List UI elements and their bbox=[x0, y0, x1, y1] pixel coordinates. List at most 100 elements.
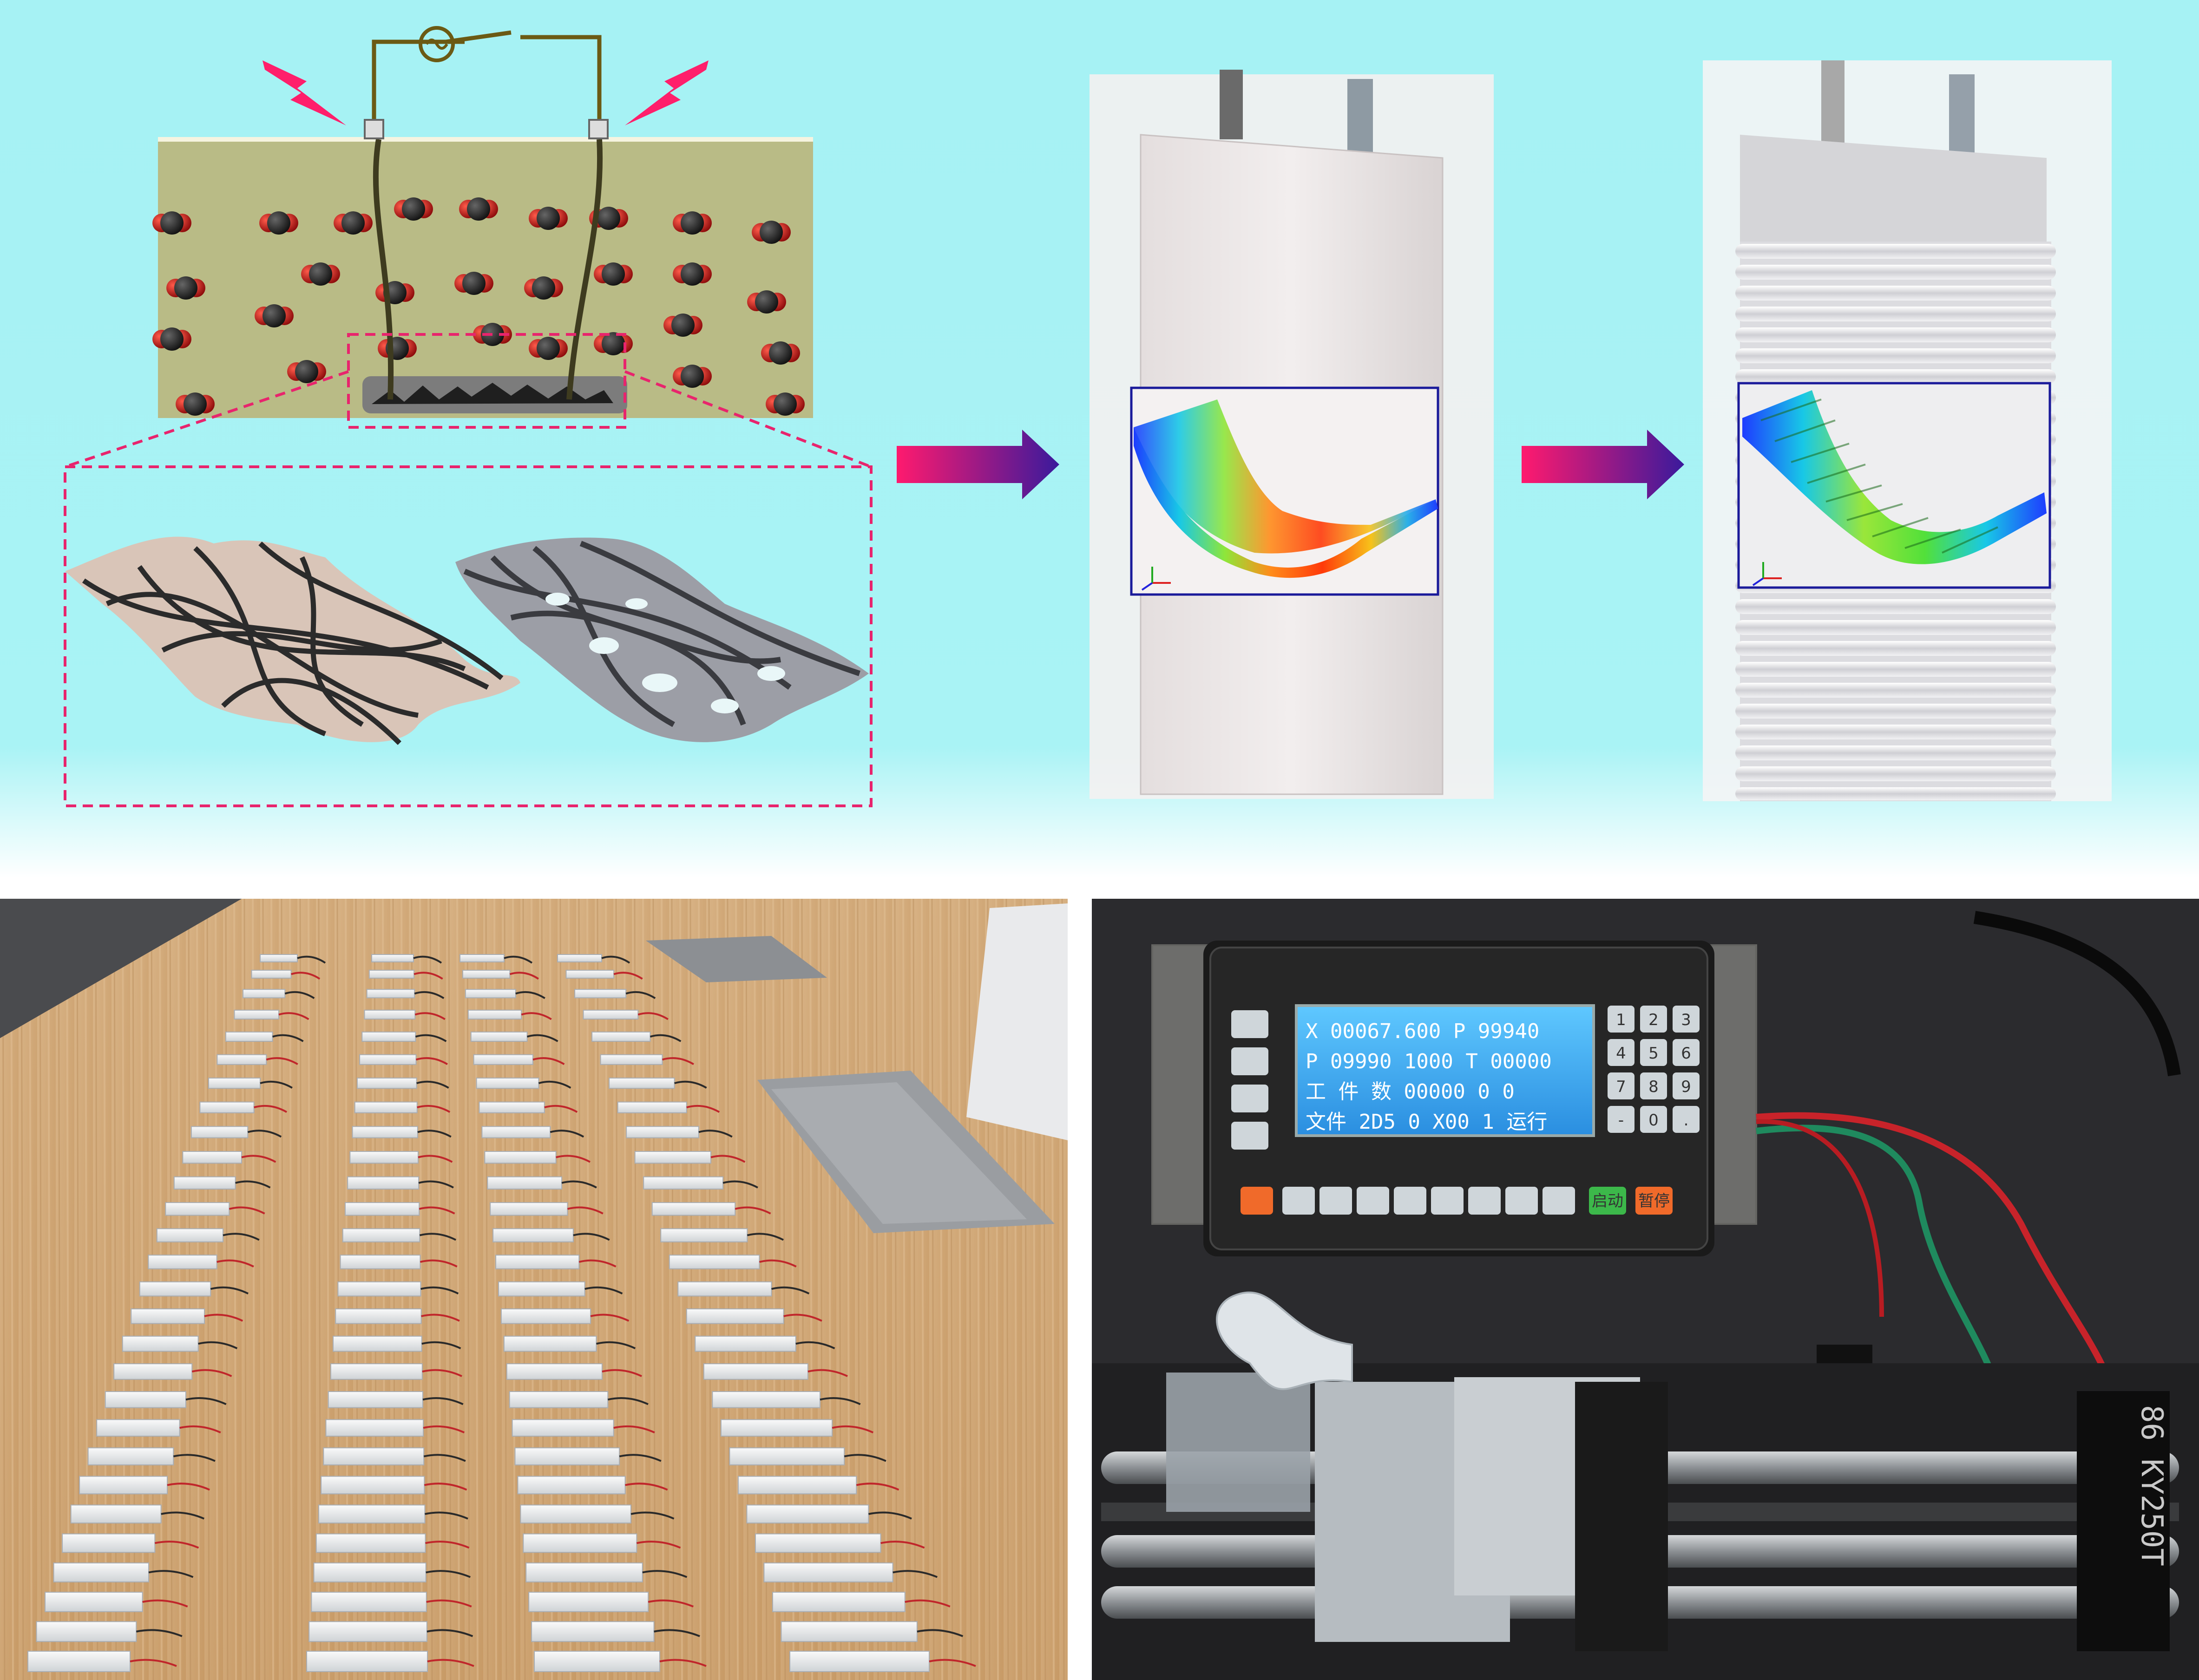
lead-wire bbox=[417, 1105, 451, 1113]
battery-cell bbox=[651, 1202, 736, 1216]
soft-key-2[interactable] bbox=[1231, 1047, 1268, 1075]
function-key[interactable] bbox=[1431, 1187, 1464, 1215]
carbon-fiber-mat-right bbox=[455, 537, 869, 742]
lead-wire bbox=[423, 1425, 465, 1434]
function-key[interactable] bbox=[1543, 1187, 1575, 1215]
keypad-key[interactable] bbox=[1608, 1006, 1634, 1033]
battery-cell bbox=[503, 1335, 597, 1352]
lead-wire bbox=[297, 955, 326, 964]
soft-key-4[interactable] bbox=[1231, 1122, 1268, 1150]
lead-wire bbox=[771, 1286, 810, 1294]
photo-bending-test-rig: X 00067.600 P 99940 P 09990 1000 T 00000… bbox=[1092, 899, 2199, 1680]
lead-wire bbox=[210, 1286, 249, 1294]
lead-wire bbox=[426, 1570, 471, 1578]
function-key[interactable] bbox=[1505, 1187, 1538, 1215]
lead-wire bbox=[191, 1369, 232, 1377]
lead-wire bbox=[795, 1341, 835, 1349]
battery-cell bbox=[617, 1101, 687, 1113]
battery-cells bbox=[27, 954, 930, 1672]
battery-cell bbox=[531, 1621, 655, 1642]
process-arrow-icon bbox=[1522, 430, 1684, 499]
keypad-key[interactable] bbox=[1608, 1039, 1634, 1066]
lead-wire bbox=[425, 1541, 470, 1549]
keypad-key[interactable] bbox=[1640, 1072, 1667, 1099]
battery-cell bbox=[720, 1419, 833, 1437]
lead-wire bbox=[421, 1341, 461, 1349]
ac-source-switch-icon bbox=[419, 26, 455, 62]
soft-key-3[interactable] bbox=[1231, 1085, 1268, 1112]
battery-cell bbox=[113, 1363, 193, 1380]
lead-wire bbox=[674, 1080, 707, 1089]
keypad-key[interactable] bbox=[1640, 1006, 1667, 1033]
keypad-key[interactable] bbox=[1673, 1106, 1700, 1133]
battery-cell bbox=[131, 1308, 205, 1324]
battery-cell bbox=[344, 1202, 420, 1216]
lead-wire bbox=[515, 991, 545, 999]
lead-wire bbox=[590, 1314, 630, 1322]
lead-wire bbox=[807, 1369, 848, 1377]
lead-wire bbox=[422, 1369, 462, 1377]
xyz-axes-icon bbox=[1141, 567, 1171, 591]
lead-wire bbox=[266, 1057, 298, 1066]
lead-wire bbox=[613, 1425, 655, 1434]
battery-cell bbox=[328, 1391, 424, 1408]
keypad-key[interactable] bbox=[1608, 1106, 1634, 1133]
start-key[interactable] bbox=[1589, 1187, 1626, 1215]
keypad-key[interactable] bbox=[1673, 1006, 1700, 1033]
function-key[interactable] bbox=[1394, 1187, 1426, 1215]
battery-cell bbox=[321, 1476, 425, 1495]
battery-cell bbox=[27, 1651, 131, 1672]
lead-wire bbox=[284, 991, 315, 999]
lead-wire bbox=[173, 1454, 216, 1462]
pause-key[interactable] bbox=[1635, 1187, 1673, 1215]
lead-wire bbox=[426, 1599, 472, 1608]
lead-wire bbox=[417, 1130, 452, 1138]
keypad-key[interactable] bbox=[1673, 1039, 1700, 1066]
lead-wire bbox=[420, 1286, 459, 1294]
lead-wire bbox=[686, 1105, 720, 1113]
lead-wire bbox=[148, 1570, 194, 1578]
keypad-key[interactable] bbox=[1640, 1106, 1667, 1133]
battery-cell bbox=[182, 1151, 243, 1164]
battery-cell bbox=[729, 1447, 845, 1465]
keypad-key[interactable] bbox=[1640, 1039, 1667, 1066]
motor-label: 86 KY250T bbox=[2134, 1405, 2169, 1566]
lead-wire bbox=[550, 1130, 584, 1138]
lead-wire bbox=[544, 1105, 578, 1113]
lead-wire bbox=[710, 1155, 746, 1163]
battery-cell bbox=[87, 1447, 174, 1465]
document-stack bbox=[966, 903, 1068, 1140]
battery-cell bbox=[600, 1054, 663, 1065]
battery-cell bbox=[470, 1031, 528, 1042]
lcd-line-3: 工 件 数 00000 0 0 bbox=[1306, 1080, 1515, 1104]
lead-wire bbox=[425, 1511, 468, 1520]
battery-cell bbox=[325, 1419, 424, 1437]
function-key[interactable] bbox=[1282, 1187, 1315, 1215]
keypad-key-label: 5 bbox=[1648, 1044, 1659, 1063]
lead-wire bbox=[832, 1425, 874, 1434]
lead-wire bbox=[415, 1057, 448, 1066]
keypad-key[interactable] bbox=[1673, 1072, 1700, 1099]
battery-cell bbox=[371, 954, 414, 962]
signal-cables bbox=[1756, 1112, 2117, 1410]
battery-cell bbox=[517, 1476, 626, 1495]
battery-cell bbox=[156, 1228, 223, 1242]
function-key[interactable] bbox=[1241, 1187, 1273, 1215]
function-key[interactable] bbox=[1468, 1187, 1501, 1215]
function-key[interactable] bbox=[1319, 1187, 1352, 1215]
electrode-caps bbox=[364, 119, 609, 139]
battery-cell bbox=[677, 1281, 772, 1297]
lead-wire bbox=[917, 1629, 964, 1637]
battery-cell bbox=[462, 969, 511, 979]
keypad-key-label: 4 bbox=[1616, 1044, 1626, 1063]
keypad-key[interactable] bbox=[1608, 1072, 1634, 1099]
soft-key-1[interactable] bbox=[1231, 1010, 1268, 1038]
lcd-line-4: 文件 2D5 0 X00 1 运行 bbox=[1306, 1110, 1547, 1134]
lead-wire bbox=[573, 1233, 610, 1241]
pause-key-label: 暂停 bbox=[1638, 1192, 1670, 1210]
battery-cell bbox=[459, 954, 505, 962]
battery-cell bbox=[523, 1533, 637, 1553]
battery-cell bbox=[669, 1255, 760, 1269]
function-key[interactable] bbox=[1357, 1187, 1389, 1215]
lead-wire bbox=[260, 1080, 293, 1089]
